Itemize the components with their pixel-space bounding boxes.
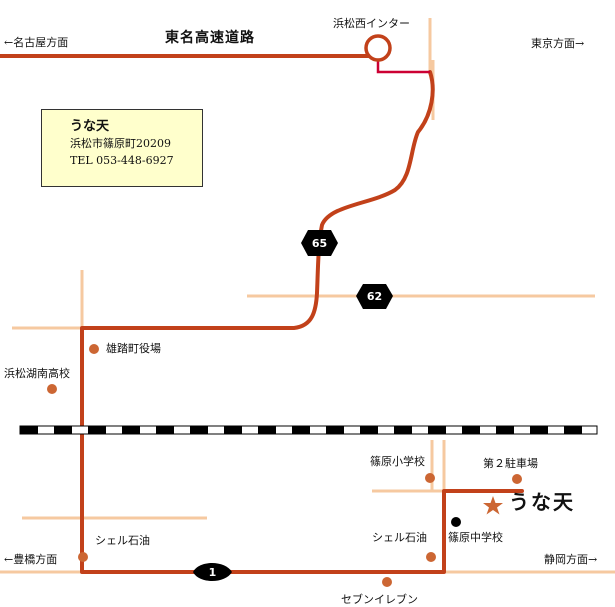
shop-info-name: うな天 <box>70 119 110 134</box>
route-62-shield <box>356 284 393 309</box>
interchange-marker <box>364 34 392 62</box>
direction-shizuoka: 静岡方面→ <box>544 553 598 566</box>
middle-school-label: 篠原中学校 <box>448 531 503 544</box>
parking-label: 第２駐車場 <box>483 457 538 470</box>
shell-east-label: シェル石油 <box>372 531 427 544</box>
route-62-number: 62 <box>367 290 382 303</box>
town-hall-label: 雄踏町役場 <box>106 342 161 355</box>
shell-west-marker <box>78 552 88 562</box>
high-school-label: 浜松湖南高校 <box>4 367 70 380</box>
route-1-shield <box>193 563 232 581</box>
parking-marker <box>512 474 522 484</box>
high-school-marker <box>47 384 57 394</box>
minor-roads <box>0 18 615 574</box>
elementary-label: 篠原小学校 <box>370 455 425 468</box>
shop-star-icon <box>483 496 503 515</box>
seven-eleven-label: セブンイレブン <box>341 593 418 606</box>
shop-info-address: 浜松市篠原町20209 <box>70 137 171 150</box>
main-routes <box>0 54 524 574</box>
interchange-connector <box>376 60 430 74</box>
shop-info-tel: TEL 053-448-6927 <box>70 154 174 167</box>
shell-west-label: シェル石油 <box>95 534 150 547</box>
landmark-markers <box>47 344 522 587</box>
route-65-number: 65 <box>312 237 327 250</box>
elementary-marker <box>425 473 435 483</box>
expressway-label: 東名高速道路 <box>165 30 255 46</box>
direction-toyohashi: ←豊橋方面 <box>4 553 58 566</box>
shop-info-box: うな天 浜松市篠原町20209 TEL 053-448-6927 <box>41 109 203 187</box>
town-hall-marker <box>89 344 99 354</box>
direction-nagoya: ←名古屋方面 <box>4 36 69 49</box>
shell-east-marker <box>426 552 436 562</box>
direction-tokyo: 東京方面→ <box>531 37 585 50</box>
interchange-label: 浜松西インター <box>333 17 410 30</box>
middle-school-marker <box>451 517 461 527</box>
route-1-number: 1 <box>209 566 217 579</box>
seven-eleven-marker <box>382 577 392 587</box>
shop-map-label: うな天 <box>509 490 575 514</box>
access-route <box>80 70 524 574</box>
route-65-shield <box>301 230 338 256</box>
